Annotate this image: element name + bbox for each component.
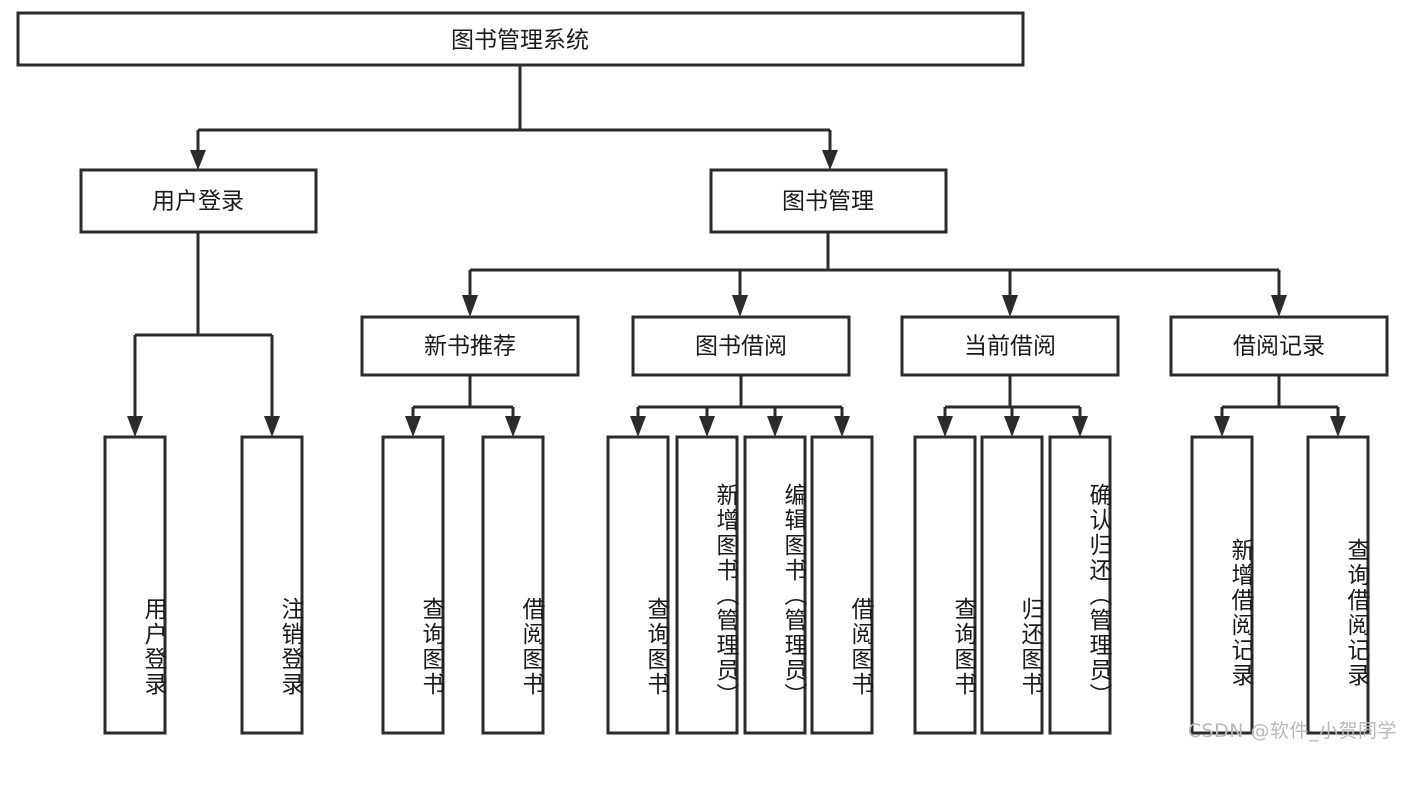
connector-current-borrow-to-leaves	[937, 375, 1088, 437]
watermark-text: CSDN @软件_小贺同学	[1187, 720, 1397, 742]
leaf-box-user-login-1[interactable]	[240, 435, 304, 735]
connector-book-management-to-level3	[462, 232, 1287, 317]
node-book-management[interactable]: 图书管理	[709, 168, 948, 234]
level3-label-2: 当前借阅	[964, 334, 1056, 360]
diagram-canvas: 图书管理系统 用户登录 图书管理	[16, 11, 1397, 742]
arrow-head-icon	[1271, 295, 1287, 317]
connector-new-book-to-leaves	[405, 375, 521, 437]
arrow-head-icon	[732, 295, 748, 317]
leaf-box-user-login-0[interactable]	[103, 435, 167, 735]
node-current-borrow[interactable]: 当前借阅	[900, 315, 1120, 377]
connector-book-borrow-to-leaves	[630, 375, 850, 437]
node-new-book-recommend[interactable]: 新书推荐	[360, 315, 580, 377]
arrow-head-icon	[462, 295, 478, 317]
root-box[interactable]	[16, 11, 1025, 67]
arrow-head-icon	[1214, 416, 1230, 437]
root-label: 图书管理系统	[451, 28, 589, 54]
leaf-box-book-borrow-1[interactable]	[675, 435, 739, 735]
arrow-head-icon	[405, 416, 421, 437]
arrow-head-icon	[822, 150, 838, 170]
level3-box-0[interactable]	[360, 315, 580, 377]
leaf-box-current-borrow-0[interactable]	[913, 435, 977, 735]
arrow-head-icon	[1072, 416, 1088, 437]
leaf-box-new-book-1[interactable]	[481, 435, 545, 735]
level3-box-2[interactable]	[900, 315, 1120, 377]
arrow-head-icon	[767, 416, 783, 437]
arrow-head-icon	[264, 416, 280, 437]
connector-root-to-level2	[190, 65, 838, 170]
level2-label-1: 图书管理	[782, 189, 874, 215]
tree-diagram-svg: 图书管理系统 用户登录 图书管理	[16, 11, 1389, 735]
level2-box-0[interactable]	[79, 168, 318, 234]
arrow-head-icon	[1330, 416, 1346, 437]
node-user-login[interactable]: 用户登录	[79, 168, 318, 234]
leaf-box-new-book-0[interactable]	[381, 435, 445, 735]
level3-label-3: 借阅记录	[1233, 334, 1325, 360]
connector-borrow-record-to-leaves	[1214, 375, 1346, 437]
leaf-box-borrow-record-0[interactable]	[1190, 435, 1254, 735]
leaf-box-current-borrow-2[interactable]	[1048, 435, 1112, 735]
arrow-head-icon	[505, 416, 521, 437]
connector-user-login-to-leaves	[127, 232, 280, 437]
level3-label-1: 图书借阅	[695, 334, 787, 360]
leaf-box-book-borrow-3[interactable]	[810, 435, 874, 735]
node-borrow-record[interactable]: 借阅记录	[1169, 315, 1389, 377]
node-book-borrow[interactable]: 图书借阅	[631, 315, 851, 377]
level3-label-0: 新书推荐	[424, 334, 516, 360]
leaf-box-current-borrow-1[interactable]	[980, 435, 1044, 735]
arrow-head-icon	[630, 416, 646, 437]
leaf-box-book-borrow-2[interactable]	[743, 435, 807, 735]
leaf-box-book-borrow-0[interactable]	[606, 435, 670, 735]
arrow-head-icon	[834, 416, 850, 437]
arrow-head-icon	[1004, 416, 1020, 437]
level2-label-0: 用户登录	[152, 189, 244, 215]
leaf-box-borrow-record-1[interactable]	[1306, 435, 1370, 735]
node-root[interactable]: 图书管理系统	[16, 11, 1025, 67]
arrow-head-icon	[937, 416, 953, 437]
arrow-head-icon	[699, 416, 715, 437]
arrow-head-icon	[190, 150, 206, 170]
arrow-head-icon	[1002, 295, 1018, 317]
arrow-head-icon	[127, 416, 143, 437]
